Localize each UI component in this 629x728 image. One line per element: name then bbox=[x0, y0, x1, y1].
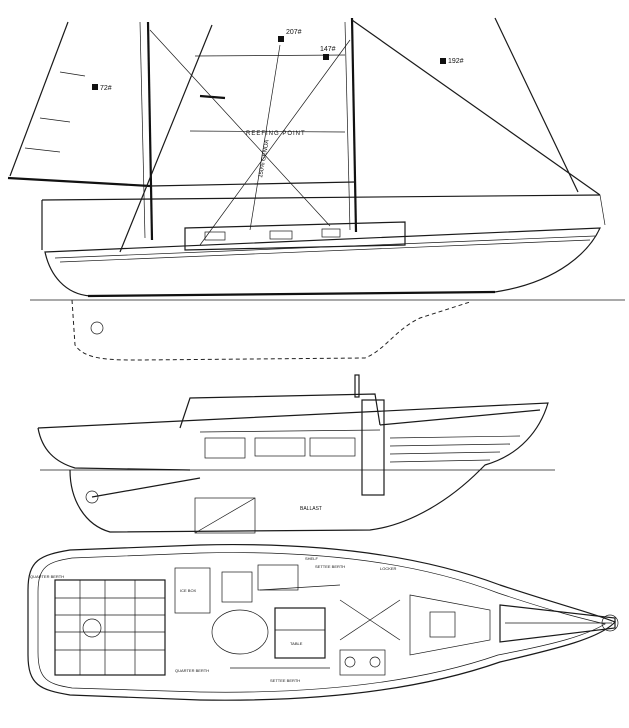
inboard-profile: BALLAST bbox=[37, 374, 555, 534]
genoa-label: 150% GENOA bbox=[258, 139, 271, 178]
jib-head-weight-label: 192# bbox=[448, 58, 464, 65]
ballast-label: BALLAST bbox=[300, 506, 322, 512]
quarter-berth-label-stbd: QUARTER BERTH bbox=[175, 668, 209, 673]
shelf-label: SHELF bbox=[305, 556, 318, 561]
sail-plan-profile: 72# 207# 147# 192# REEFING POINT 150% GE… bbox=[7, 17, 625, 361]
table-label: TABLE bbox=[290, 641, 303, 646]
main-sail-weight-label: 72# bbox=[100, 85, 112, 92]
genoa-head-weight-label: 207# bbox=[286, 29, 302, 36]
accommodation-plan: QUARTER BERTH QUARTER BERTH SETTEE BERTH… bbox=[27, 543, 619, 701]
quarter-berth-label-port: QUARTER BERTH bbox=[30, 574, 64, 579]
locker-label: LOCKER bbox=[380, 566, 397, 571]
staysail-head-weight-label: 147# bbox=[320, 46, 336, 53]
reefing-point-label: REEFING POINT bbox=[246, 131, 306, 137]
ice-box-label: ICE BOX bbox=[180, 588, 197, 593]
settee-berth-label-stbd: SETTEE BERTH bbox=[270, 678, 300, 683]
settee-berth-label-port: SETTEE BERTH bbox=[315, 564, 345, 569]
